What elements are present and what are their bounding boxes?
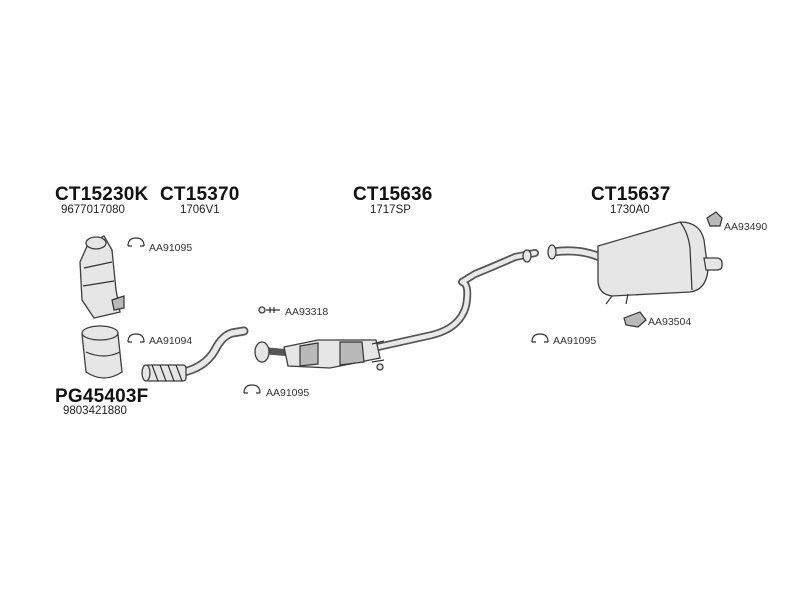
pipe-flange — [522, 249, 532, 263]
ref-clamp-right: AA91095 — [553, 335, 597, 347]
middle-pipe — [374, 249, 539, 351]
ref-bolt: AA93318 — [285, 306, 329, 318]
rubber-mount-bottom-icon — [623, 311, 647, 328]
particle-filter — [81, 325, 123, 379]
bolt-icon — [258, 306, 280, 314]
part-code-front-pipe: 1706V1 — [180, 204, 220, 216]
part-code-catalyst: 9677017080 — [61, 204, 125, 216]
clamp-icon-lower-center — [243, 384, 261, 394]
front-pipe — [141, 326, 249, 382]
clamp-icon-right — [531, 333, 549, 343]
part-code-particle-filter: 9803421880 — [63, 405, 127, 417]
flex-joint-flange — [141, 364, 151, 382]
clamp-icon-mid-left — [127, 333, 145, 343]
part-number-catalyst: CT15230K — [55, 184, 149, 205]
silencer-tailpipe — [703, 257, 723, 271]
resonator-body — [283, 339, 381, 369]
catalytic-converter — [79, 235, 125, 319]
rear-silencer — [547, 221, 723, 305]
resonator-section — [299, 342, 319, 367]
hanger-bracket — [376, 363, 384, 371]
rubber-mount-top-icon — [706, 211, 723, 227]
resonator-inlet-flange — [254, 341, 270, 363]
ref-clamp-lower-center: AA91095 — [266, 387, 310, 399]
part-code-rear-silencer: 1730A0 — [610, 204, 650, 216]
part-number-particle-filter: PG45403F — [55, 386, 149, 407]
catalyst-inlet — [85, 236, 107, 250]
resonator-section — [339, 341, 365, 366]
clamp-icon-top-left — [127, 237, 145, 247]
part-number-rear-silencer: CT15637 — [591, 184, 671, 205]
ref-rubber-mount-top: AA93490 — [724, 221, 768, 233]
particle-filter-top — [81, 325, 119, 341]
part-number-front-pipe: CT15370 — [160, 184, 240, 205]
catalyst-bracket — [111, 295, 125, 311]
part-number-middle-pipe: CT15636 — [353, 184, 433, 205]
silencer-body — [597, 221, 709, 297]
flex-joint — [145, 364, 187, 382]
catalyst-body — [79, 235, 121, 319]
ref-clamp-mid-left: AA91094 — [149, 335, 193, 347]
part-code-middle-pipe: 1717SP — [370, 204, 411, 216]
ref-clamp-top-left: AA91095 — [149, 242, 193, 254]
center-resonator — [254, 339, 385, 371]
silencer-inlet-flange — [547, 244, 557, 260]
ref-rubber-mount-bottom: AA93504 — [648, 316, 692, 328]
